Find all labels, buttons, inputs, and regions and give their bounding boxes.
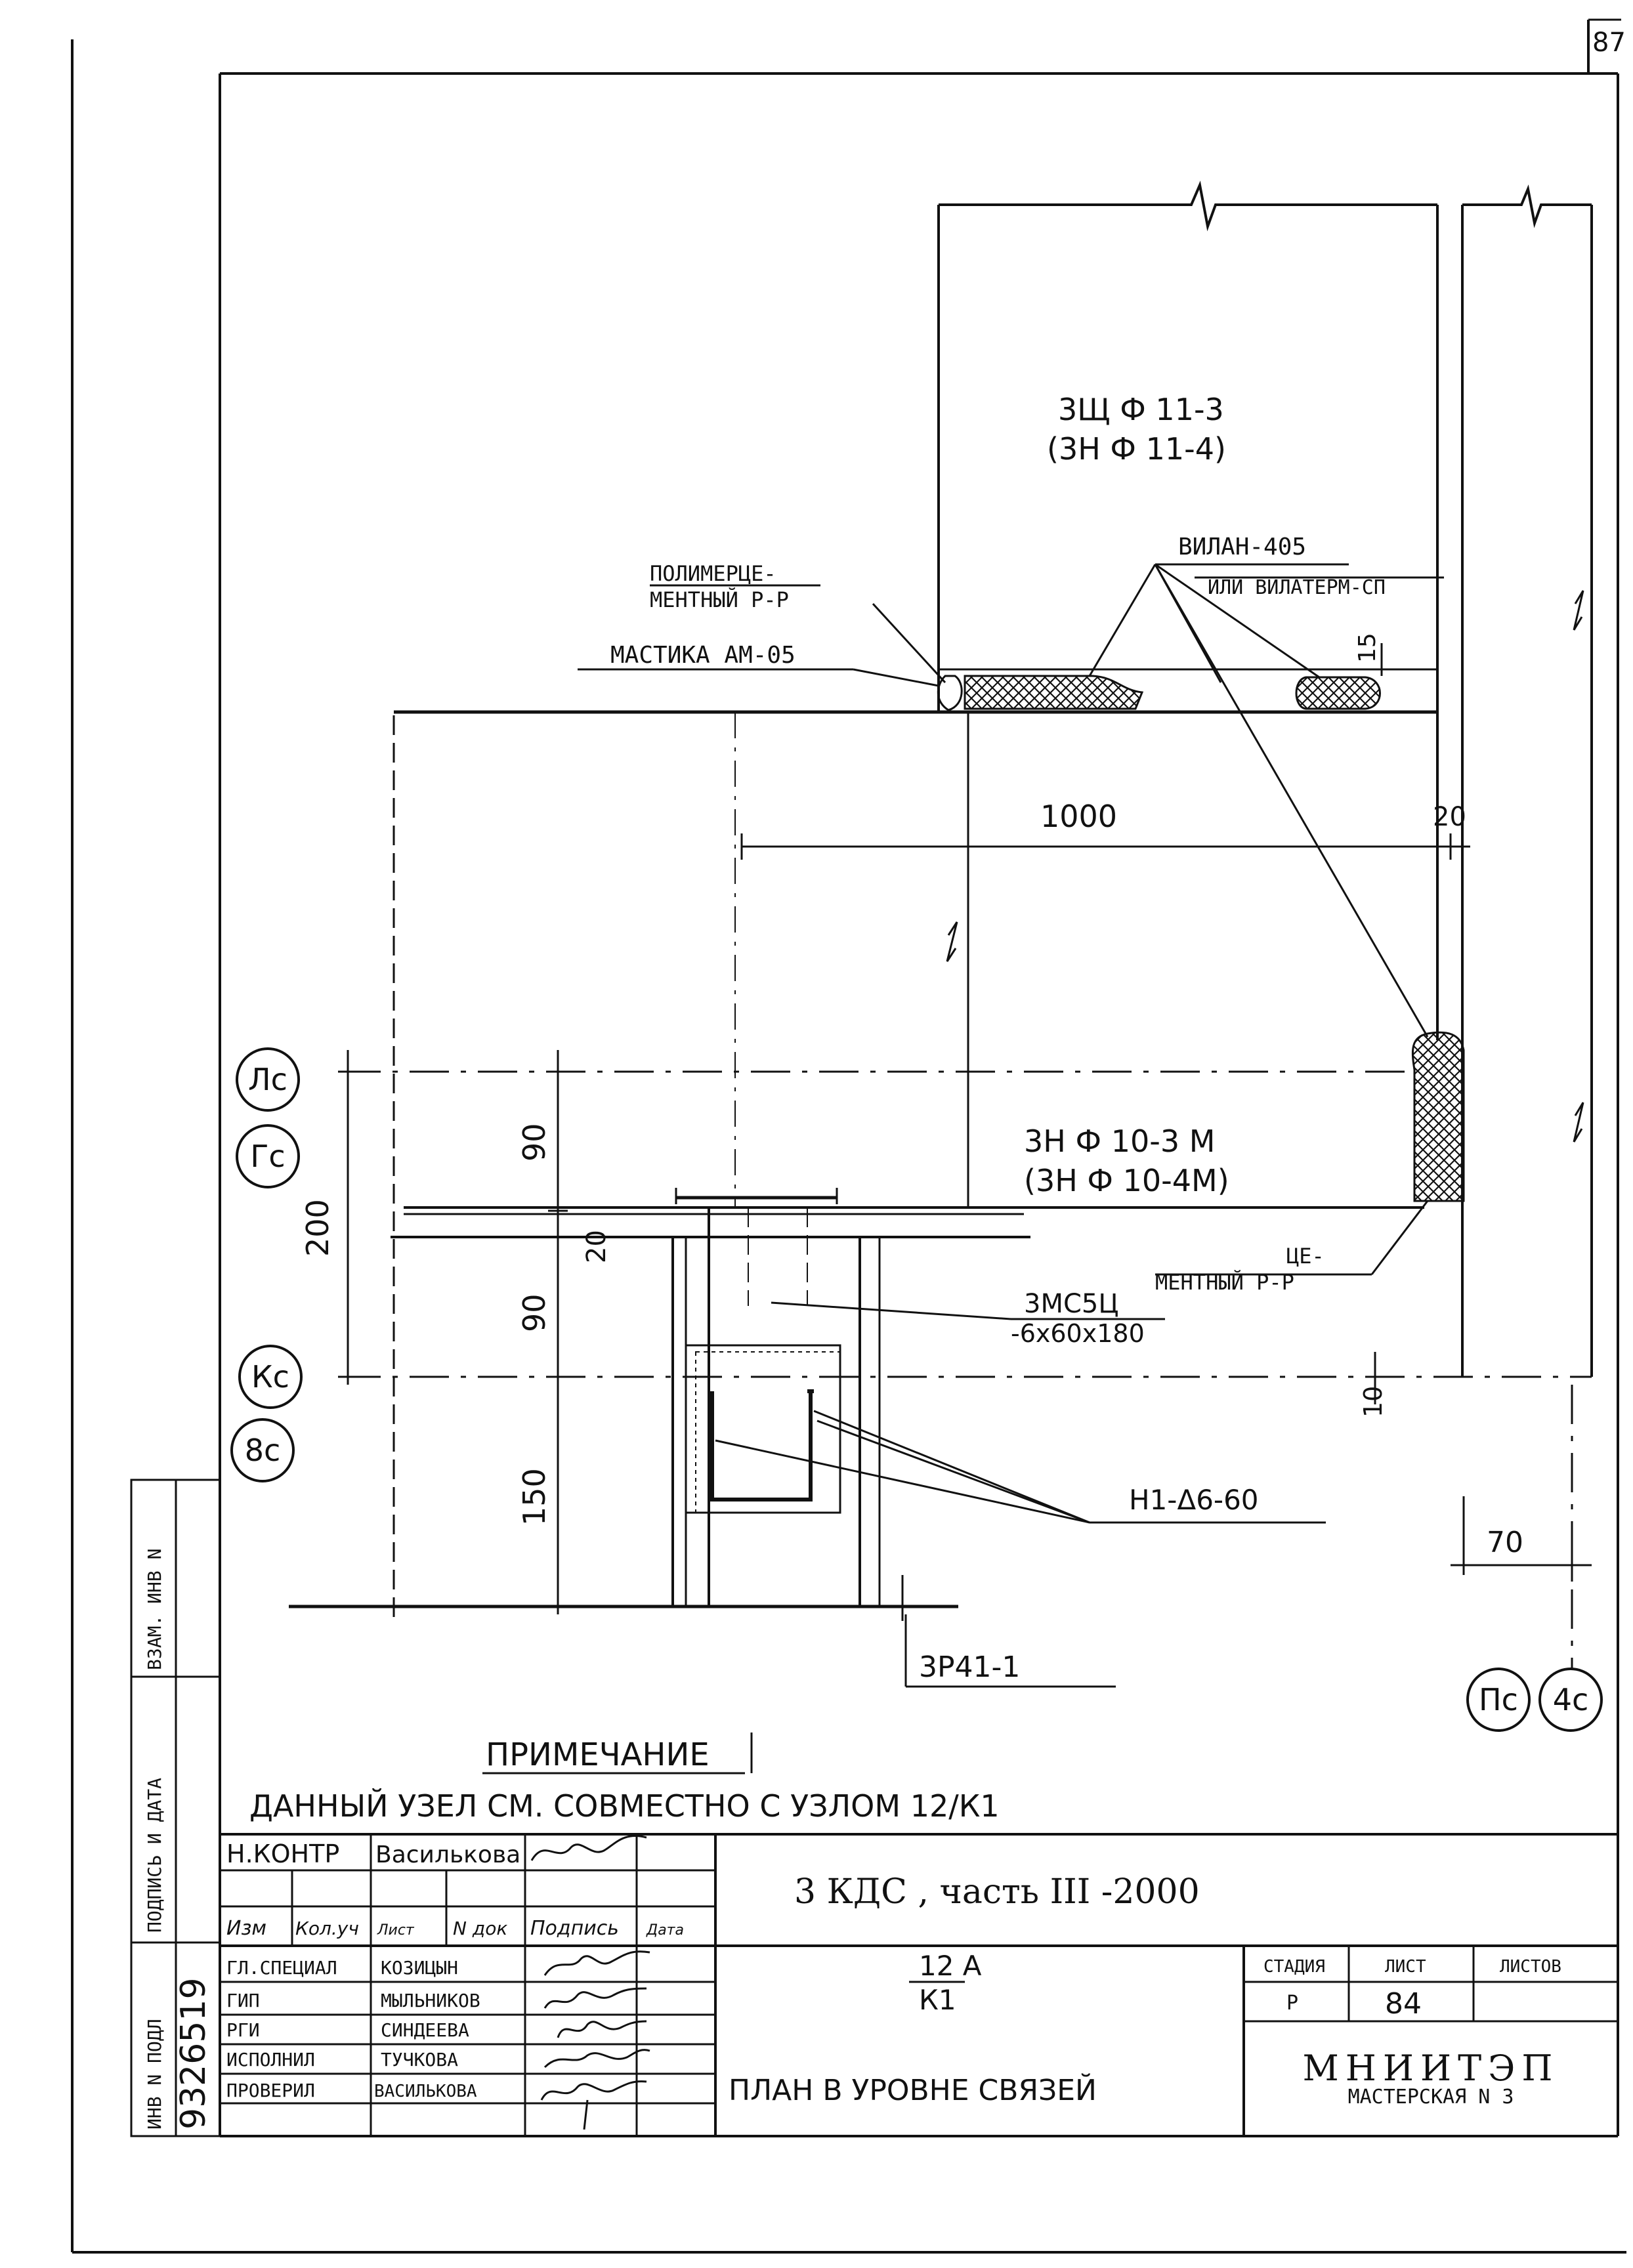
axis-label-pc: Пс	[1479, 1682, 1518, 1717]
norm-control-signature	[530, 1835, 647, 1861]
project-title: 3 КДС , часть III -2000	[794, 1872, 1200, 1912]
polymer-leader	[872, 602, 946, 684]
break-marks	[946, 590, 1584, 1143]
dim-150: 150	[517, 1468, 552, 1526]
embedded-leader	[771, 1301, 1011, 1320]
axis-label-lc: Лс	[248, 1062, 287, 1097]
axis-label-gc: Гс	[250, 1139, 285, 1174]
col-header-podpis: Подпись	[530, 1917, 619, 1940]
lower-panel-label-1: 3Н Ф 10-3 М	[1024, 1124, 1215, 1159]
org-name: МНИИТЭП	[1303, 2048, 1559, 2089]
callout-polymer-mortar-2: МЕНТНЫЙ Р-Р	[650, 587, 789, 612]
mastic-leader	[853, 668, 939, 687]
sealant-vertical	[1411, 1031, 1465, 1202]
dim-15: 15	[1354, 633, 1381, 663]
sealant-left	[964, 675, 1144, 710]
node-ref-bottom: К1	[919, 1984, 956, 2016]
side-inv-podl: ИНВ N ПОДЛ	[144, 2019, 165, 2130]
dim-20-mid: 20	[582, 1230, 612, 1263]
dim-90-b: 90	[517, 1293, 552, 1332]
lower-panel	[404, 712, 1424, 1215]
norm-control-role: Н.КОНТР	[226, 1839, 339, 1868]
person-name: ВАСИЛЬКОВА	[374, 2082, 477, 2101]
dim-70-line	[1451, 1496, 1592, 1582]
dim-10: 10	[1359, 1386, 1388, 1418]
sheet-title: ПЛАН В УРОВНЕ СВЯЗЕЙ	[729, 2072, 1097, 2107]
upper-panel-label-2: (3Н Ф 11-4)	[1047, 431, 1226, 467]
person-role: РГИ	[226, 2019, 260, 2041]
upper-panel-label-1: 3Щ Ф 11-3	[1058, 392, 1224, 427]
axis-label-ac: 4с	[1553, 1682, 1589, 1717]
axis-label-bc: 8с	[245, 1433, 281, 1468]
callout-polymer-mortar-1: ПОЛИМЕРЦЕ-	[650, 561, 776, 586]
dim-1000: 1000	[1040, 799, 1117, 834]
beam-plan	[289, 1188, 1030, 1621]
callout-embedded-part-1: 3МС5Ц	[1024, 1289, 1118, 1319]
dim-70: 70	[1487, 1526, 1523, 1559]
sealant-right	[1295, 676, 1381, 710]
callout-beam: 3Р41-1	[919, 1650, 1020, 1684]
side-stamp	[130, 1479, 221, 2137]
callout-anchor: Н1-Δ6-60	[1129, 1484, 1259, 1516]
sheet-label: ЛИСТ	[1385, 1957, 1426, 1977]
dim-90-a: 90	[517, 1123, 552, 1162]
mastic-bead	[937, 675, 963, 711]
axis-label-kc: Кс	[251, 1359, 289, 1395]
person-name: СИНДЕЕВА	[381, 2019, 469, 2041]
stage-label: СТАДИЯ	[1263, 1957, 1325, 1977]
anchor-leaders	[715, 1410, 1090, 1524]
col-header-list: Лист	[377, 1922, 415, 1939]
person-role: ГИП	[226, 1990, 260, 2011]
callout-mastic: МАСТИКА АМ-05	[610, 642, 795, 669]
node-ref-top: 12 А	[919, 1950, 982, 1982]
dim-200: 200	[300, 1199, 335, 1257]
callout-vilaterm: ИЛИ ВИЛАТЕРМ-СП	[1208, 576, 1386, 599]
col-header-izm: Изм	[226, 1917, 266, 1940]
person-role: ГЛ.СПЕЦИАЛ	[226, 1957, 337, 1979]
side-vzam-inv: ВЗАМ. ИНВ N	[144, 1549, 165, 1670]
sheet-corner-number: 87	[1592, 28, 1626, 58]
lower-panel-label-2: (3Н Ф 10-4М)	[1024, 1163, 1229, 1198]
side-podpis-data: ПОДПИСЬ И ДАТА	[144, 1778, 165, 1933]
stage-value: Р	[1286, 1992, 1298, 2015]
axis-bubble-bc: 8с	[230, 1418, 295, 1482]
sheets-label: ЛИСТОВ	[1500, 1957, 1561, 1977]
dim-1000-line	[740, 833, 1470, 860]
note-title: ПРИМЕЧАНИЕ	[486, 1736, 710, 1773]
col-header-data: Дата	[646, 1922, 684, 1939]
upper-panel-outline	[937, 180, 1593, 1377]
axis-bubble-kc: Кс	[238, 1345, 303, 1409]
joint-strip	[394, 668, 1437, 714]
sheet-value: 84	[1385, 1987, 1422, 2021]
vilan-leaders	[1088, 563, 1429, 1038]
person-name: КОЗИЦЫН	[381, 1957, 458, 1979]
person-role: ПРОВЕРИЛ	[226, 2080, 315, 2101]
callout-embedded-part-2: -6х60х180	[1011, 1319, 1145, 1348]
workshop-name: МАСТЕРСКАЯ N 3	[1348, 2086, 1514, 2109]
col-header-kol: Кол.уч	[295, 1918, 359, 1939]
cement-leader	[1370, 1200, 1429, 1275]
axis-bubble-gc: Гс	[236, 1124, 300, 1188]
title-block-grid	[220, 1833, 1618, 2137]
norm-control-name: Василькова	[375, 1841, 520, 1868]
side-inv-number: 9326519	[174, 1977, 213, 2130]
col-header-ndok: N док	[453, 1918, 507, 1939]
callout-cement-mortar-1: ЦЕ-	[1286, 1244, 1325, 1269]
people-rows: ГЛ.СПЕЦИАЛ КОЗИЦЫН ГИП МЫЛЬНИКОВ РГИ СИН…	[226, 1957, 480, 2101]
axis-bubble-ac: 4с	[1538, 1668, 1603, 1732]
axis-bubble-lc: Лс	[236, 1047, 300, 1112]
left-dim-chain	[338, 715, 568, 1621]
person-role: ИСПОЛНИЛ	[226, 2049, 315, 2070]
callout-vilan: ВИЛАН-405	[1178, 534, 1306, 560]
axis-bubble-pc: Пс	[1466, 1668, 1531, 1732]
signatures	[540, 1950, 650, 2130]
note-text: ДАННЫЙ УЗЕЛ СМ. СОВМЕСТНО С УЗЛОМ 12/К1	[249, 1788, 1000, 1824]
dim-20-top: 20	[1433, 802, 1466, 832]
person-name: МЫЛЬНИКОВ	[381, 1990, 480, 2011]
person-name: ТУЧКОВА	[381, 2049, 458, 2070]
